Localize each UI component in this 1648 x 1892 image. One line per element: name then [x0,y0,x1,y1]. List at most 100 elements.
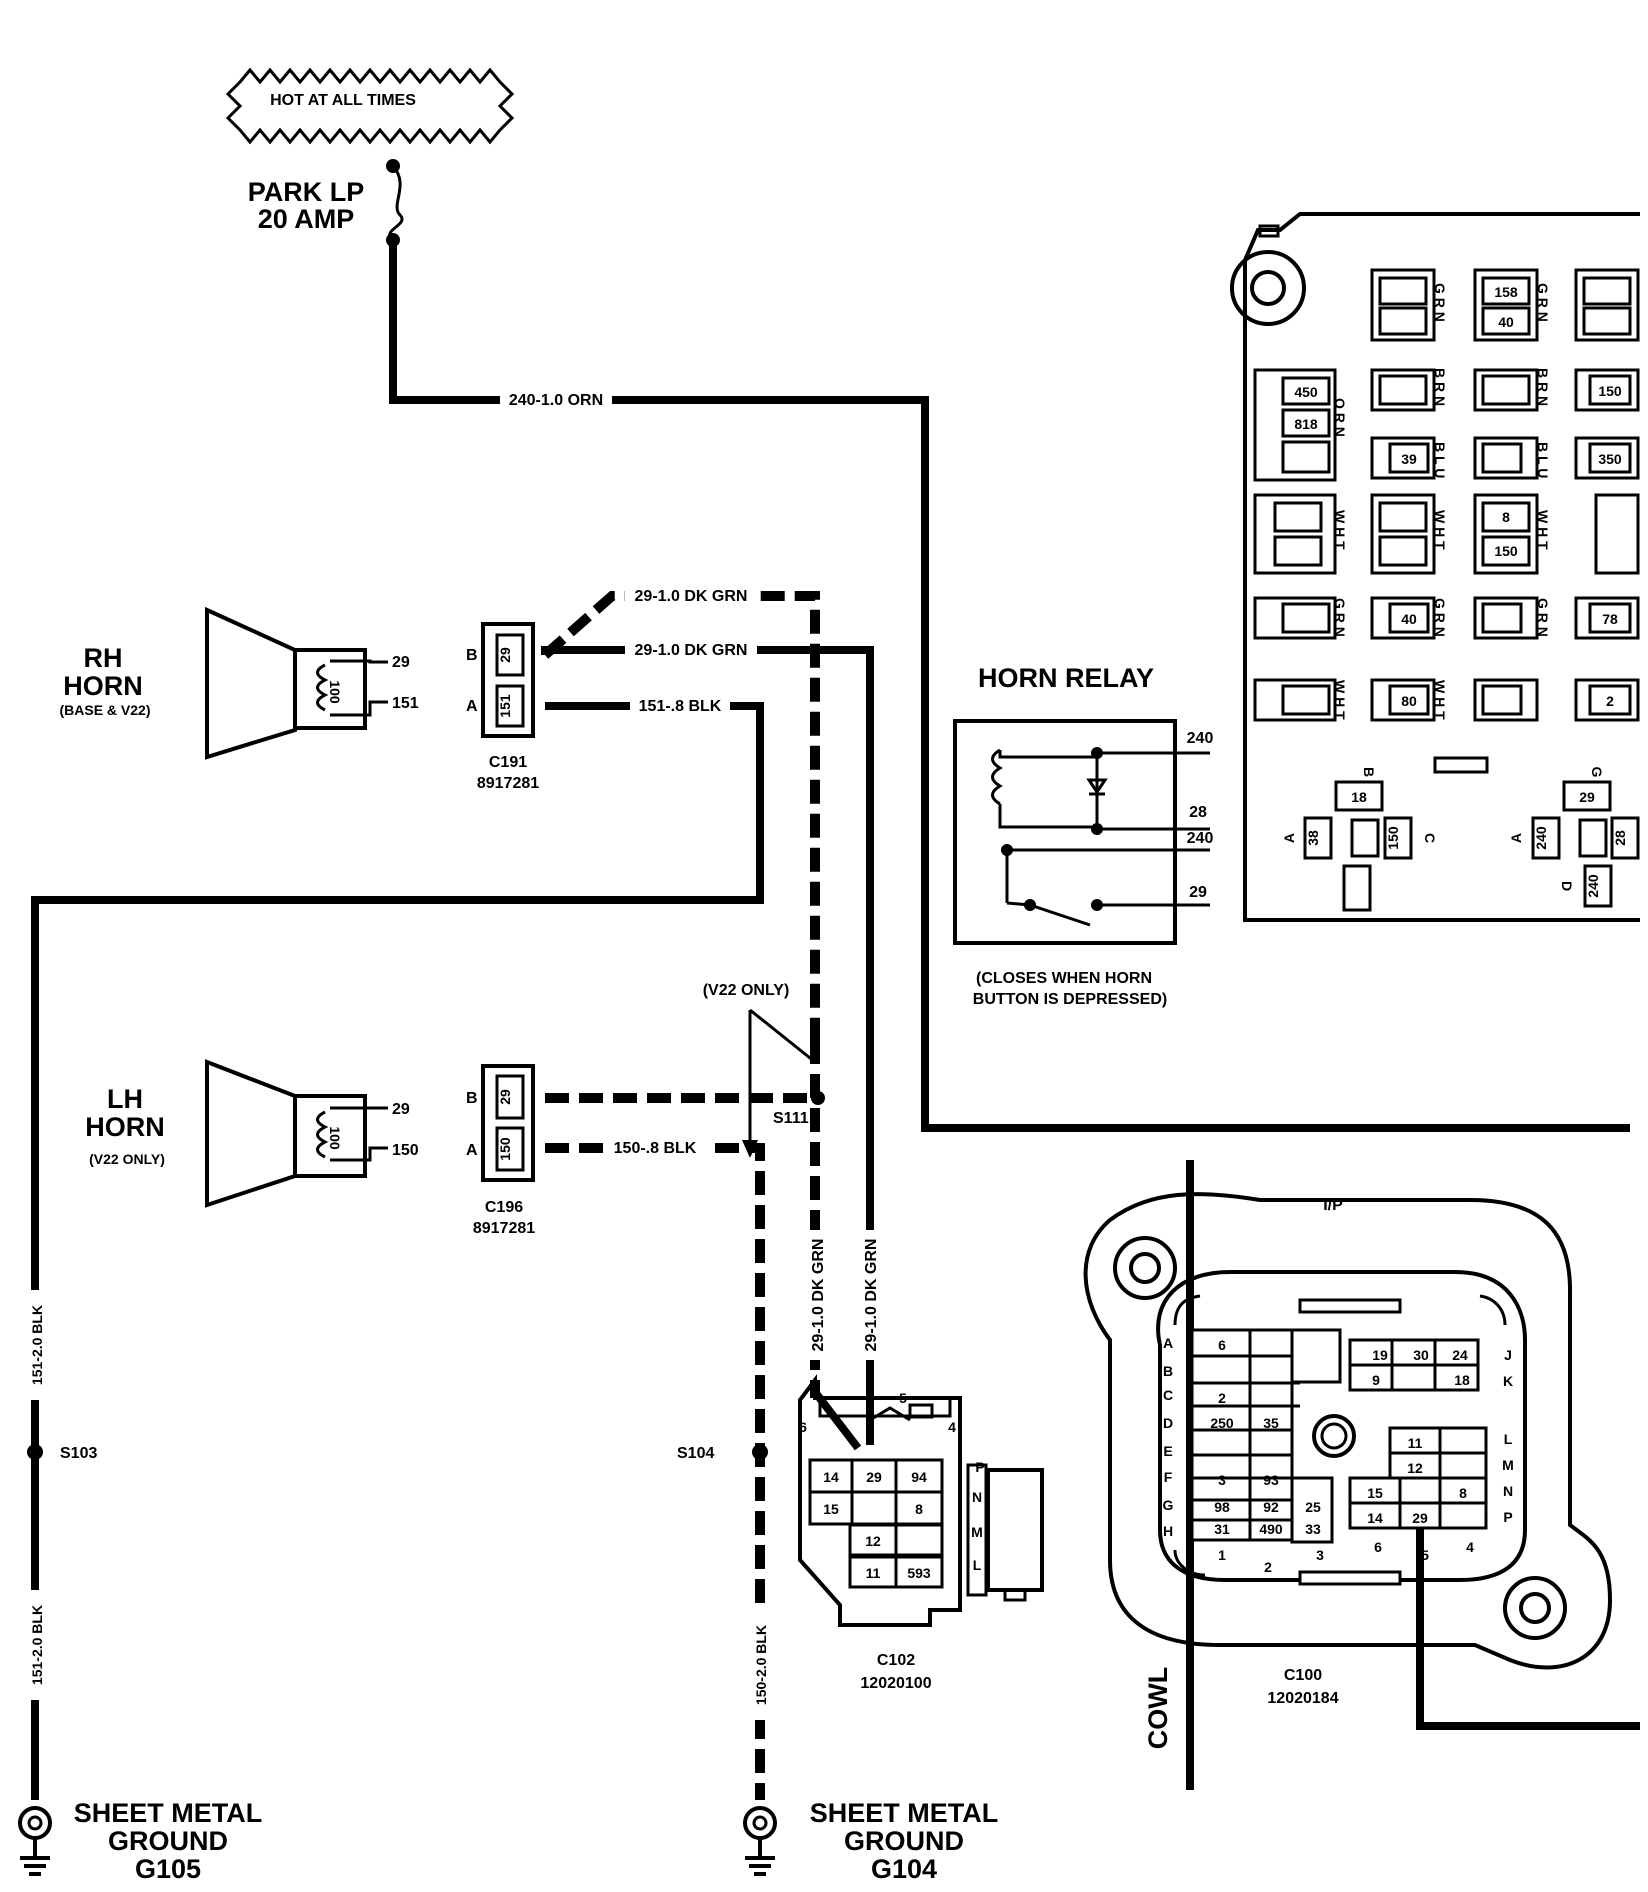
relay-term-240b: 240 [1187,830,1214,847]
fb-cell-2: 2 [1606,693,1614,709]
fb-color-9: W H T [1535,510,1551,550]
c102-cell-11: 11 [866,1565,881,1581]
c100-cell-9: 9 [1372,1372,1380,1388]
c100-row-k: K [1503,1373,1513,1389]
c102-pin-4: 4 [948,1419,956,1435]
wire-label-240: 240-1.0 ORN [509,392,603,409]
fb-cell-450: 450 [1294,384,1318,400]
wire-29-dkgrn-a [541,591,820,1040]
fb-color-5: B L U [1432,442,1448,478]
connector-c191: 29 151 B A C191 8917281 [466,622,539,792]
fb-color-1: G R N [1535,283,1551,322]
c191-cav-b: 29 [497,647,513,663]
wire-label-151: 151-.8 BLK [639,698,722,715]
fb-color-12: G R N [1535,598,1551,637]
hot-label: HOT AT ALL TIMES [270,92,416,109]
wire-label-151-2-b: 151-2.0 BLK [29,1605,45,1685]
fb-relay1-top: 18 [1351,789,1367,805]
fb-color-13: W H T [1332,680,1348,720]
fb-cell-40: 40 [1498,314,1514,330]
fb-cell-150b: 150 [1494,543,1518,559]
splice-s104-dot [752,1444,768,1460]
c102-cell-15: 15 [823,1501,839,1517]
c100-col-5: 5 [1421,1547,1429,1563]
c100-col-6: 6 [1374,1539,1382,1555]
c100-part: 12020184 [1267,1690,1338,1707]
fuse-name: PARK LP [248,177,365,207]
wire-151-blk [31,702,764,1800]
c102-pin-n: N [972,1489,982,1505]
splice-s111: (V22 ONLY) S111 [703,982,825,1158]
splice-s103-dot [27,1444,43,1460]
c100-cell-3: 3 [1218,1472,1226,1488]
c191-pin-a: A [466,698,478,715]
fb-cell-350: 350 [1598,451,1622,467]
c100-cell-93: 93 [1263,1472,1279,1488]
connector-c100: 6 2 250 35 3 93 98 92 25 31 490 33 19 30… [1083,1160,1640,1790]
c100-cell-31: 31 [1214,1521,1230,1537]
c191-cav-a: 151 [497,694,513,718]
fb-color-4: B R N [1535,368,1551,406]
rh-horn-label-1: RH [84,643,123,673]
park-lp-fuse: PARK LP 20 AMP [248,159,404,247]
relay-note-2: BUTTON IS DEPRESSED) [973,991,1167,1008]
fb-relay2-left: 240 [1533,826,1549,850]
g104-l1: SHEET METAL [810,1798,999,1828]
horn-relay: HORN RELAY 240 28 240 29 (CLOSES WHEN HO… [953,663,1214,1008]
c100-cell-6: 6 [1218,1337,1226,1353]
c102-name: C102 [877,1652,915,1669]
fb-relay1-a: A [1281,833,1297,843]
c100-col-4: 4 [1466,1539,1474,1555]
fb-cell-78: 78 [1602,611,1618,627]
lh-horn-pin-150: 150 [392,1142,419,1159]
c196-cav-a: 150 [497,1137,513,1161]
c100-cell-92: 92 [1263,1499,1279,1515]
lh-horn: 100 29 150 LH HORN (V22 ONLY) [85,1059,419,1208]
v22-only-label: (V22 ONLY) [703,982,790,999]
rh-horn-pin-29: 29 [392,654,410,671]
c100-cell-24: 24 [1452,1347,1468,1363]
fb-cell-8: 8 [1502,509,1510,525]
rh-horn-pin-151: 151 [392,695,419,712]
lh-horn-note: (V22 ONLY) [89,1151,165,1167]
c196-pin-b: B [466,1090,478,1107]
c191-name: C191 [489,754,527,771]
c100-cell-19: 19 [1372,1347,1388,1363]
fb-relay2-g: G [1589,767,1605,778]
wire-label-150-2: 150-2.0 BLK [753,1625,769,1705]
relay-term-28: 28 [1189,804,1207,821]
c100-cell-29: 29 [1412,1510,1428,1526]
fb-color-8: W H T [1432,510,1448,550]
c100-row-f: F [1164,1469,1173,1485]
c100-cell-35: 35 [1263,1415,1279,1431]
wire-label-29-v1: 29-1.0 DK GRN [810,1239,827,1352]
c100-row-n: N [1503,1483,1513,1499]
fb-relay1-right: 150 [1385,826,1401,850]
wire-label-151-2-a: 151-2.0 BLK [29,1305,45,1385]
c100-row-g: G [1163,1497,1174,1513]
c102-cell-593: 593 [907,1565,931,1581]
fuse-rating: 20 AMP [258,204,355,234]
fb-relay2-d: D [1559,881,1575,891]
fb-cell-158: 158 [1494,284,1518,300]
c100-row-d: D [1163,1415,1173,1431]
fb-color-11: G R N [1432,598,1448,637]
c100-cell-30: 30 [1413,1347,1429,1363]
lh-horn-label-2: HORN [85,1112,165,1142]
wire-label-29-a: 29-1.0 DK GRN [635,588,748,605]
lh-horn-pin-29: 29 [392,1101,410,1118]
c100-name: C100 [1284,1667,1322,1684]
c100-cell-8: 8 [1459,1485,1467,1501]
c102-cell-29: 29 [866,1469,882,1485]
c100-row-e: E [1163,1443,1172,1459]
c100-row-c: C [1163,1387,1173,1403]
c100-cell-15: 15 [1367,1485,1383,1501]
c196-part: 8917281 [473,1220,535,1237]
cowl-label: COWL [1143,1667,1173,1749]
fb-color-0: G R N [1432,283,1448,322]
c191-part: 8917281 [477,775,539,792]
lh-horn-label-1: LH [107,1084,143,1114]
c102-pin-p: P [975,1459,984,1475]
relay-term-240a: 240 [1187,730,1214,747]
